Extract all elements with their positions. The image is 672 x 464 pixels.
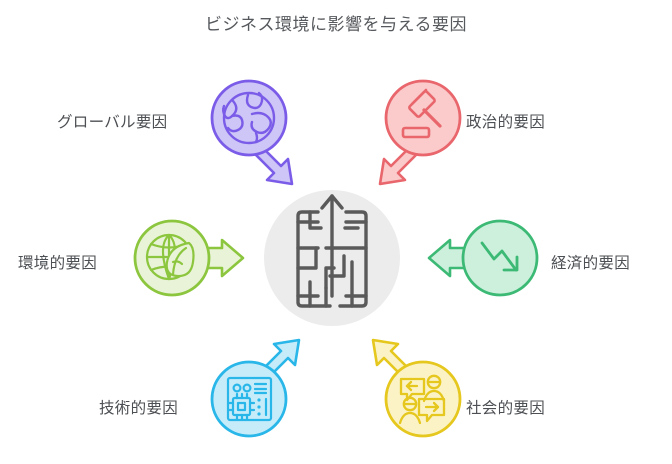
- node-technological[interactable]: [210, 338, 301, 438]
- label-social: 社会的要因: [466, 400, 546, 417]
- label-global: グローバル要因: [57, 114, 168, 131]
- label-political: 政治的要因: [466, 114, 546, 131]
- label-technological: 技術的要因: [99, 400, 179, 417]
- maze-with-up-arrow-icon: [296, 194, 368, 308]
- node-political[interactable]: [378, 79, 462, 186]
- center-node: [264, 190, 400, 326]
- diagram-title: ビジネス環境に影響を与える要因: [205, 15, 467, 34]
- node-social[interactable]: [371, 338, 462, 438]
- gavel-icon: [401, 88, 442, 139]
- node-environmental[interactable]: [133, 219, 245, 297]
- globe-icon: [222, 91, 276, 145]
- node-global[interactable]: [210, 79, 294, 186]
- economic-circle: [461, 219, 539, 297]
- label-environmental: 環境的要因: [18, 255, 98, 272]
- people-speech-bubbles-icon: [398, 374, 446, 425]
- declining-trend-icon: [480, 241, 519, 272]
- node-economic[interactable]: [427, 219, 539, 297]
- label-economic: 経済的要因: [551, 255, 631, 272]
- globe-leaf-icon: [145, 233, 195, 281]
- circuit-chip-icon: [226, 376, 273, 422]
